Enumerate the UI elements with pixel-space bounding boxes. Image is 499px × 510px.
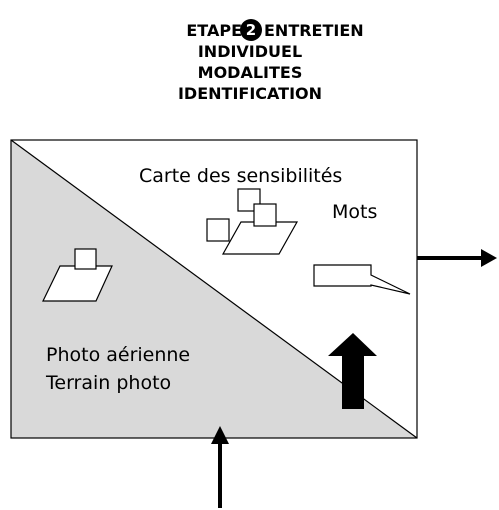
lower-label-line-1: Photo aérienne <box>46 344 191 366</box>
arrow-up-bottom-icon <box>211 426 229 508</box>
title-line-2: INDIVIDUEL <box>197 42 303 61</box>
map-stack-icon <box>206 188 299 255</box>
step-label: ETAPE <box>186 21 242 40</box>
speech-bubble-icon <box>313 264 411 295</box>
single-map-icon <box>42 248 113 302</box>
lower-label-line-2: Terrain photo <box>46 372 172 394</box>
arrow-right-icon <box>417 249 497 267</box>
step-title: ENTRETIEN <box>264 21 364 40</box>
title-line-3: MODALITES <box>197 63 303 82</box>
title-line-4: IDENTIFICATION <box>177 84 323 103</box>
arrow-up-icon <box>328 333 377 409</box>
step-number-badge: 2 <box>240 19 262 41</box>
step-heading: ETAPE 2 ENTRETIEN <box>100 19 400 41</box>
title-block: ETAPE 2 ENTRETIEN INDIVIDUEL MODALITES I… <box>100 19 400 104</box>
upper-label-line-1: Carte des sensibilités <box>139 165 343 187</box>
upper-label-line-2: Mots <box>332 201 378 223</box>
